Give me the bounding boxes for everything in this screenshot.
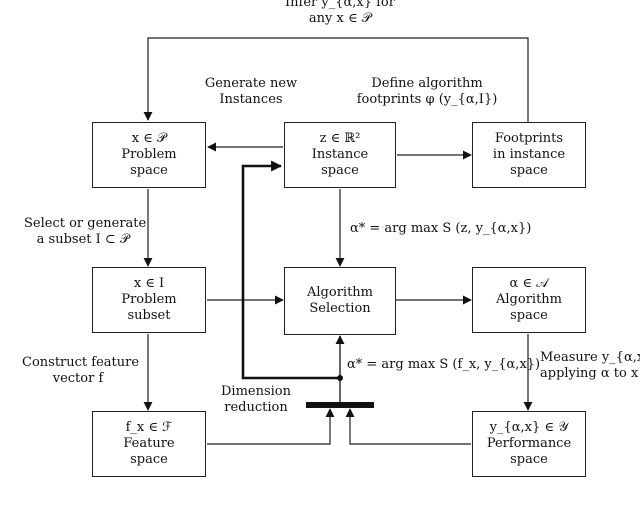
performance-space-subtitle: space: [510, 452, 548, 467]
feature-space-subtitle: space: [130, 452, 168, 467]
infer-label-line2: any x ∈ 𝒫: [308, 11, 372, 26]
infer-loop-arrow: [143, 37, 529, 122]
construct-features-line1: Construct feature: [22, 355, 140, 370]
select-subset-line2: a subset I ⊂ 𝒫: [36, 232, 130, 247]
define-footprints-line1: Define algorithm: [371, 76, 483, 91]
instance-space-title: Instance: [311, 147, 369, 162]
problem-space-subtitle: space: [130, 163, 168, 178]
problem-subset-subtitle: subset: [127, 308, 171, 323]
problem-space-title: Problem: [121, 147, 177, 162]
argmax-z-label: α* = arg max S (z, y_{α,x}): [350, 221, 532, 236]
problem-subset-symbol: x ∈ I: [133, 276, 165, 291]
performance-space-box: y_{α,x} ∈ 𝒴 Performance space: [472, 411, 586, 477]
instance-space-box: z ∈ ℝ² Instance space: [284, 122, 396, 188]
infer-label: Infer y_{α,x} for any x ∈ 𝒫: [268, 0, 412, 27]
algorithm-space-symbol: α ∈ 𝒜: [509, 276, 549, 291]
problem-subset-box: x ∈ I Problem subset: [92, 267, 206, 333]
define-footprints-label: Define algorithm footprints φ (y_{α,I}): [352, 76, 502, 108]
feature-space-title: Feature: [123, 436, 175, 451]
dimension-reduction-arrow: [241, 160, 340, 380]
combination-bar: [306, 402, 374, 408]
algorithm-selection-line1: Algorithm: [307, 285, 373, 300]
problem-space-symbol: x ∈ 𝒫: [131, 131, 167, 146]
footprints-line1: Footprints: [494, 131, 564, 146]
problem-space-box: x ∈ 𝒫 Problem space: [92, 122, 206, 188]
measure-label-line1: Measure y_{α,x} by: [540, 350, 640, 365]
argmax-f-label: α* = arg max S (f_x, y_{α,x}): [347, 357, 541, 372]
dimension-reduction-line2: reduction: [224, 400, 288, 415]
generate-instances-line1: Generate new: [204, 76, 298, 91]
footprints-box: Footprints in instance space: [472, 122, 586, 188]
dimension-reduction-line1: Dimension: [220, 384, 291, 399]
algorithm-space-title: Algorithm: [496, 292, 562, 307]
algorithm-space-box: α ∈ 𝒜 Algorithm space: [472, 267, 586, 333]
junction-dot: [337, 375, 343, 381]
performance-space-title: Performance: [486, 436, 572, 451]
feature-to-bar-arrow: [207, 408, 335, 445]
select-subset-line1: Select or generate: [24, 216, 147, 231]
measure-label-line2: applying α to x: [540, 366, 639, 381]
infer-label-line1: Infer y_{α,x} for: [285, 0, 395, 10]
construct-features-line2: vector f: [52, 371, 104, 386]
instance-space-symbol: z ∈ ℝ²: [319, 131, 361, 146]
performance-to-bar-arrow: [345, 408, 471, 445]
feature-space-box: f_x ∈ ℱ Feature space: [92, 411, 206, 477]
measure-label: Measure y_{α,x} by applying α to x: [540, 350, 640, 382]
footprints-line3: space: [510, 163, 548, 178]
footprints-line2: in instance: [492, 147, 566, 162]
dimension-reduction-label: Dimension reduction: [214, 384, 298, 416]
performance-space-symbol: y_{α,x} ∈ 𝒴: [489, 420, 569, 435]
generate-instances-label: Generate new Instances: [196, 76, 306, 108]
algorithm-selection-box: Algorithm Selection: [284, 267, 396, 335]
problem-subset-title: Problem: [121, 292, 177, 307]
instance-space-subtitle: space: [321, 163, 359, 178]
define-footprints-line2: footprints φ (y_{α,I}): [356, 92, 498, 107]
construct-features-label: Construct feature vector f: [22, 355, 140, 387]
feature-space-symbol: f_x ∈ ℱ: [125, 420, 173, 435]
algorithm-space-subtitle: space: [510, 308, 548, 323]
algorithm-selection-line2: Selection: [309, 301, 371, 316]
select-subset-label: Select or generate a subset I ⊂ 𝒫: [24, 216, 147, 248]
generate-instances-line2: Instances: [219, 92, 283, 107]
